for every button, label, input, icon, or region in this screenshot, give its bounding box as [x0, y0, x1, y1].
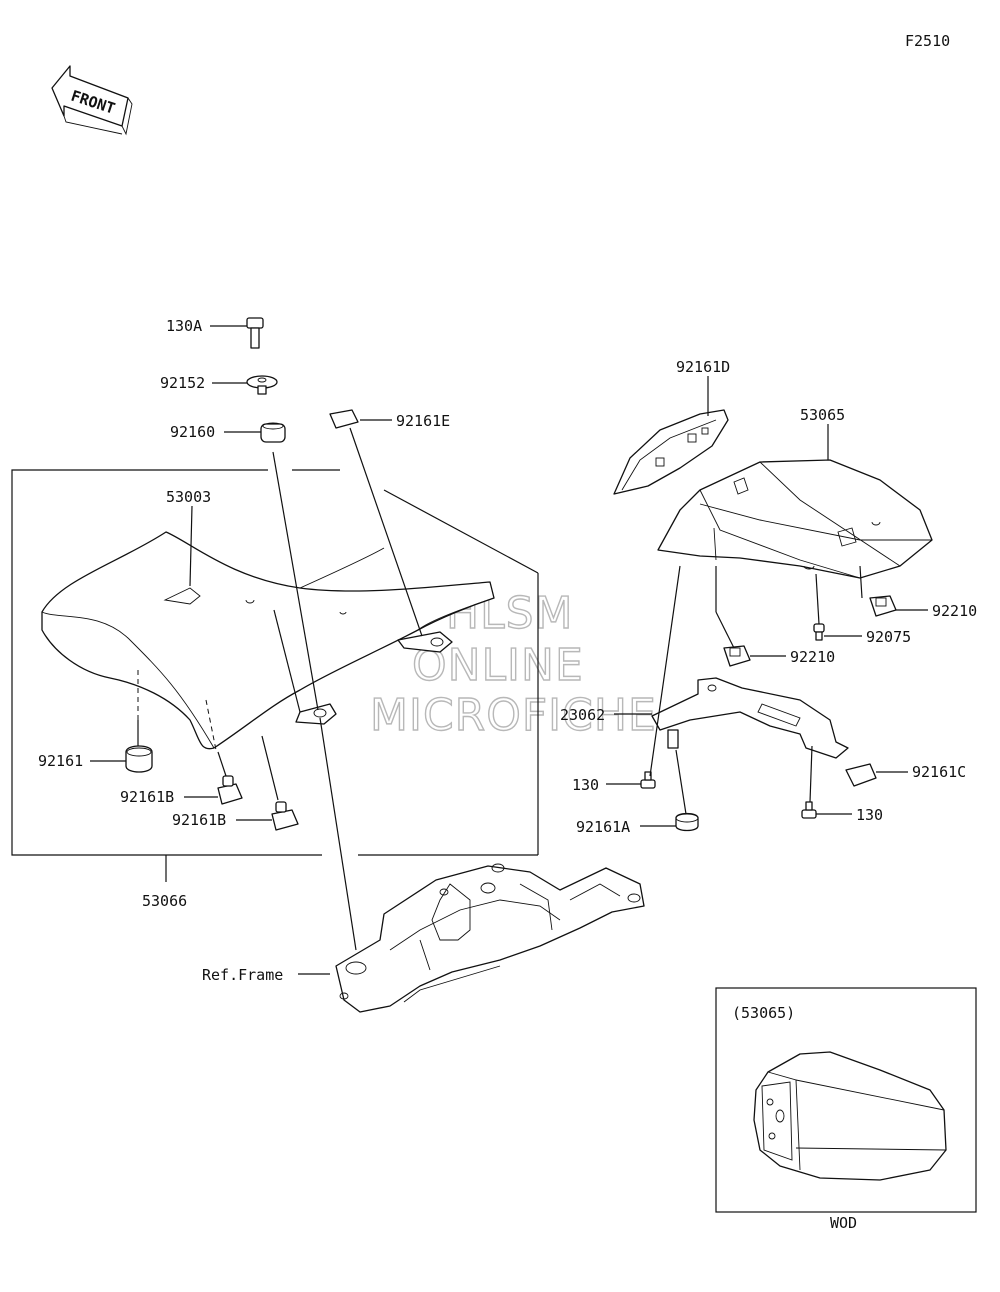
damper-92161B-1	[217, 775, 243, 805]
leader-lines-right	[606, 376, 928, 827]
damper-92161	[125, 745, 153, 773]
inset-title: (53065)	[732, 1004, 795, 1022]
bolt-130A	[246, 317, 264, 349]
bolt-130-2	[801, 801, 817, 819]
front-seat	[41, 531, 495, 751]
label-130-2: 130	[856, 806, 883, 824]
grommet-92160	[260, 422, 286, 443]
bracket-23062	[651, 677, 849, 759]
label-92075: 92075	[866, 628, 911, 646]
figure-code: F2510	[905, 32, 950, 50]
seat-cowl	[657, 459, 933, 579]
label-92161E: 92161E	[396, 412, 450, 430]
damper-92161B-2	[271, 801, 299, 831]
rear-frame	[335, 863, 645, 1013]
label-53065: 53065	[800, 406, 845, 424]
label-92161C: 92161C	[912, 763, 966, 781]
inset-box: (53065) WOD	[715, 987, 977, 1232]
clip-nut-92210-2	[723, 645, 751, 667]
label-23062: 23062	[560, 706, 605, 724]
label-92161B-1: 92161B	[120, 788, 174, 806]
clip-nut-92210-1	[869, 595, 897, 617]
damper-92161E	[329, 409, 359, 429]
label-53003: 53003	[166, 488, 211, 506]
label-92161D: 92161D	[676, 358, 730, 376]
bolt-130-1	[640, 771, 656, 789]
damper-92161A	[675, 812, 699, 832]
label-92152: 92152	[160, 374, 205, 392]
seat-assembly-frame	[11, 469, 539, 882]
damper-92161C	[845, 763, 877, 787]
label-92161B-2: 92161B	[172, 811, 226, 829]
leader-lines-left	[90, 325, 423, 975]
label-92161A: 92161A	[576, 818, 630, 836]
label-130A: 130A	[166, 317, 202, 335]
part-labels: 130A 92152 92160 92161E 53003 92161 9216…	[38, 317, 977, 984]
label-92210-1: 92210	[932, 602, 977, 620]
label-92160: 92160	[170, 423, 215, 441]
inset-caption: WOD	[830, 1214, 857, 1232]
label-92161: 92161	[38, 752, 83, 770]
front-arrow-icon: FRONT	[51, 65, 133, 136]
cowl-pad-92161D	[613, 409, 729, 495]
collar-92152	[246, 375, 278, 395]
label-92210-2: 92210	[790, 648, 835, 666]
watermark-line-3: MICROFICHE	[370, 690, 657, 741]
label-ref-frame: Ref.Frame	[202, 966, 283, 984]
screw-92075	[813, 623, 825, 641]
label-53066: 53066	[142, 892, 187, 910]
label-130-1: 130	[572, 776, 599, 794]
